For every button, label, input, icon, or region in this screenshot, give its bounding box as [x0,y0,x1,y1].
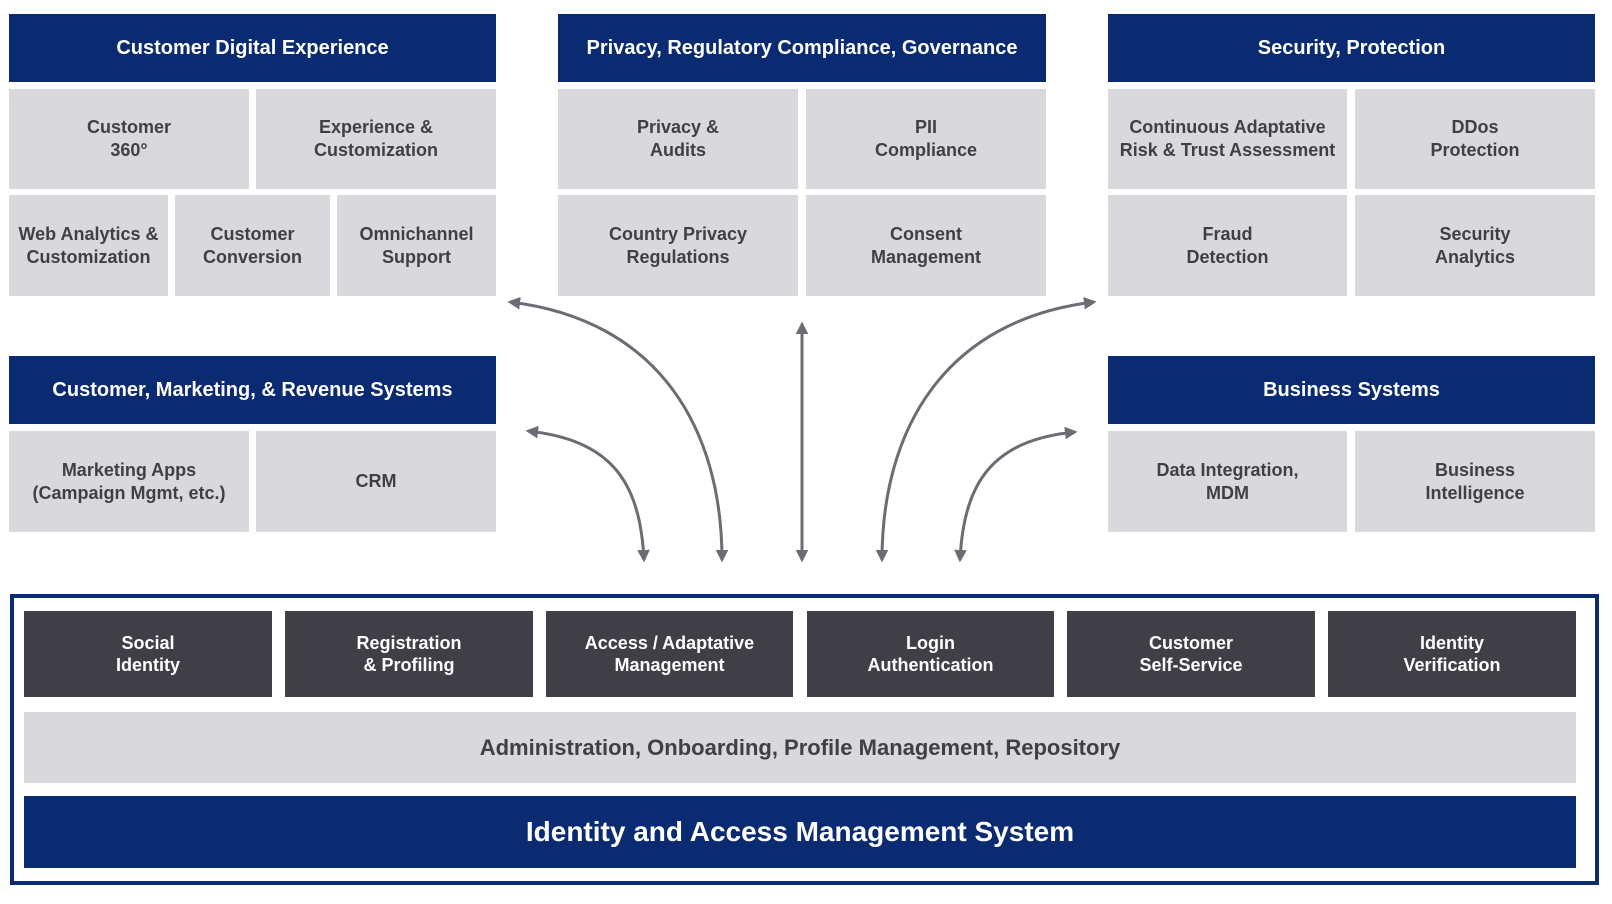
arrow-business-systems [954,426,1078,563]
social-identity-module: Social Identity [24,611,272,697]
privacy-audits-box: Privacy & Audits [558,89,798,189]
administration-bar: Administration, Onboarding, Profile Mana… [24,712,1576,783]
arrow-customer-digital-experience [507,296,729,563]
fraud-detection-box: Fraud Detection [1108,195,1347,296]
iam-system-title: Identity and Access Management System [24,796,1576,868]
registration-profiling-module: Registration & Profiling [285,611,533,697]
business-systems-header: Business Systems [1108,356,1595,424]
country-privacy-box: Country Privacy Regulations [558,195,798,296]
customer-conversion-box: Customer Conversion [175,195,330,296]
customer-self-service-module: Customer Self-Service [1067,611,1315,697]
arrow-security-protection [875,296,1097,563]
consent-management-box: Consent Management [806,195,1046,296]
access-adaptative-management-module: Access / Adaptative Management [546,611,793,697]
customer-digital-experience-header: Customer Digital Experience [9,14,496,82]
web-analytics-box: Web Analytics & Customization [9,195,168,296]
identity-verification-module: Identity Verification [1328,611,1576,697]
risk-trust-assessment-box: Continuous Adaptative Risk & Trust Asses… [1108,89,1347,189]
crm-box: CRM [256,431,496,532]
data-integration-box: Data Integration, MDM [1108,431,1347,532]
ddos-protection-box: DDos Protection [1355,89,1595,189]
business-intelligence-box: Business Intelligence [1355,431,1595,532]
pii-compliance-box: PII Compliance [806,89,1046,189]
marketing-apps-box: Marketing Apps (Campaign Mgmt, etc.) [9,431,249,532]
customer-360-box: Customer 360° [9,89,249,189]
security-analytics-box: Security Analytics [1355,195,1595,296]
customer-marketing-header: Customer, Marketing, & Revenue Systems [9,356,496,424]
iam-system-frame [10,594,1599,885]
arrow-customer-marketing [525,425,650,563]
experience-customization-box: Experience & Customization [256,89,496,189]
login-authentication-module: Login Authentication [807,611,1054,697]
omnichannel-support-box: Omnichannel Support [337,195,496,296]
security-protection-header: Security, Protection [1108,14,1595,82]
privacy-compliance-header: Privacy, Regulatory Compliance, Governan… [558,14,1046,82]
